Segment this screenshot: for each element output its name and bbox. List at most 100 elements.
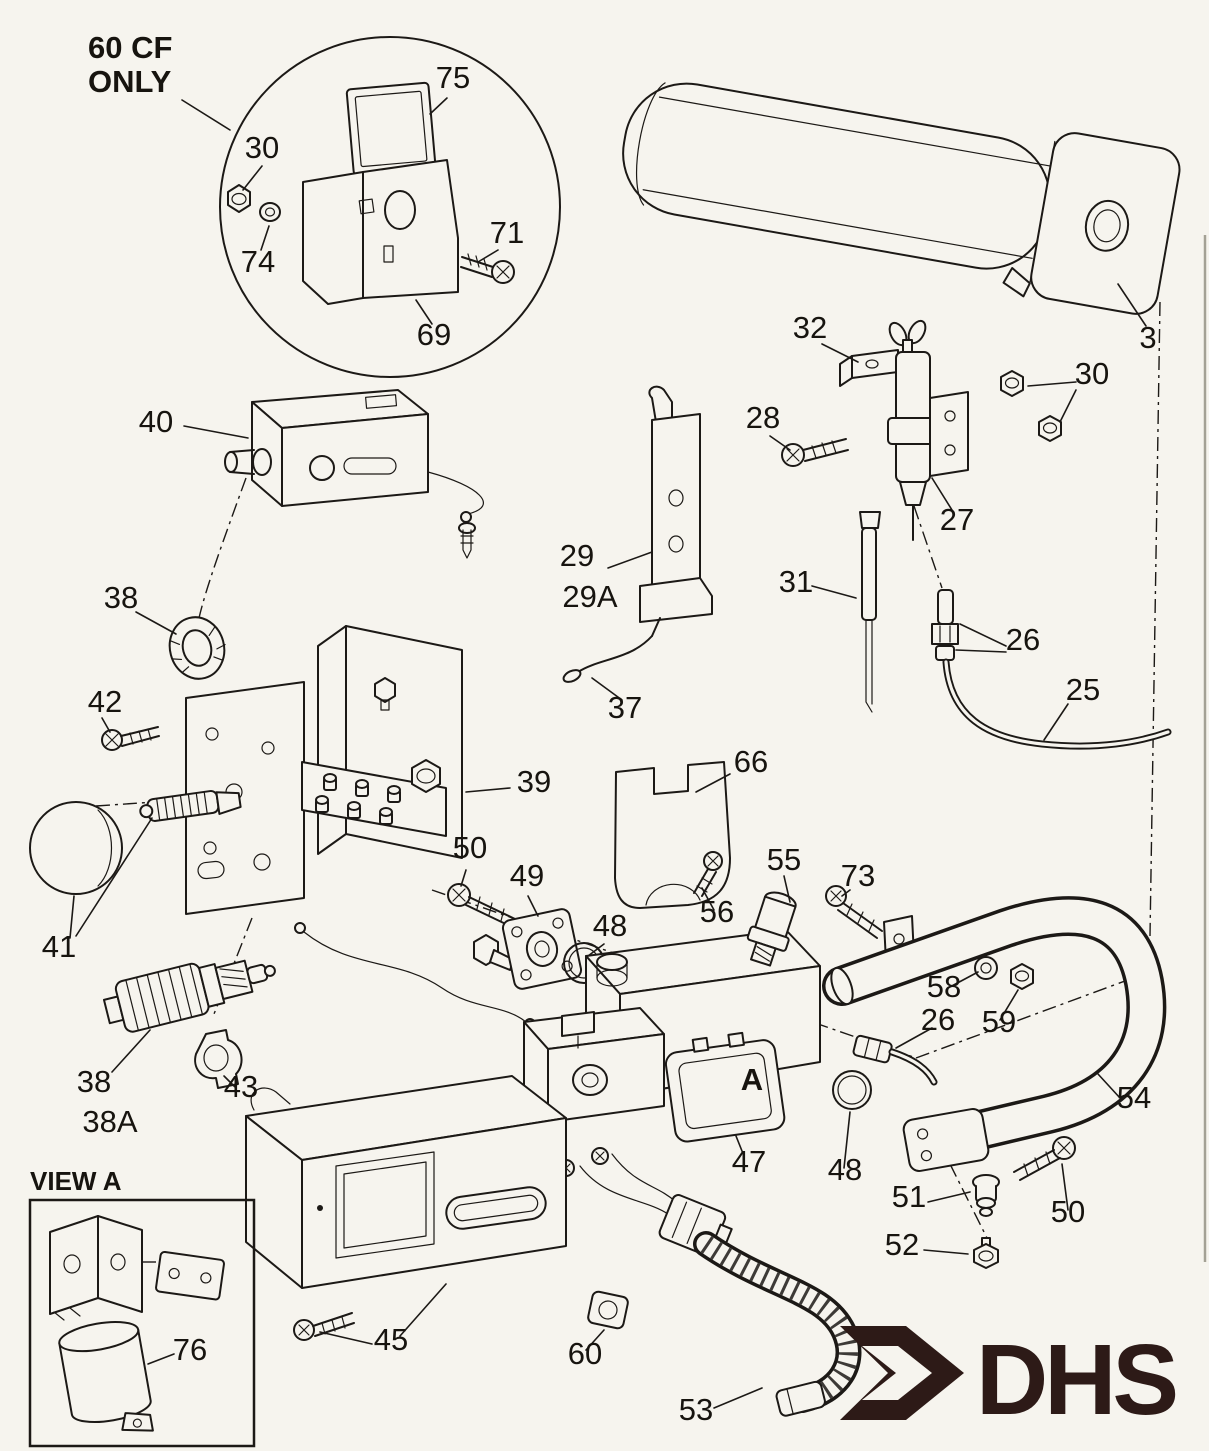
part-label-48: 48 xyxy=(593,908,627,943)
part-50-screw-left xyxy=(447,883,516,928)
part-43-clamp xyxy=(194,1029,243,1089)
part-label-58: 58 xyxy=(927,969,961,1004)
part-30-nuts xyxy=(1000,370,1062,442)
note-60cf-line2: ONLY xyxy=(88,64,172,99)
part-56-screw xyxy=(693,851,723,897)
dhs-logo-arrow-icon xyxy=(840,1326,964,1420)
loose-screw xyxy=(458,522,476,559)
part-label-60: 60 xyxy=(568,1336,602,1371)
part-74-washer xyxy=(259,202,281,222)
part-label-29: 29 xyxy=(560,538,594,573)
part-label-76: 76 xyxy=(173,1332,207,1367)
part-label-41: 41 xyxy=(42,929,76,964)
part-55-pilot-filter xyxy=(746,891,797,967)
part-49-valve-flange xyxy=(473,908,583,990)
part-label-30: 30 xyxy=(245,130,279,165)
part-label-32: 32 xyxy=(793,310,827,345)
part-label-a: A xyxy=(741,1062,763,1097)
part-label-66: 66 xyxy=(734,744,768,779)
part-38a-electrode xyxy=(102,959,276,1033)
part-label-40: 40 xyxy=(139,404,173,439)
part-30-nut-inset xyxy=(227,184,251,213)
part-label-50: 50 xyxy=(1051,1194,1085,1229)
part-label-54: 54 xyxy=(1117,1080,1151,1115)
part-labels: 75 30 74 71 69 3 40 32 28 30 27 29 29A 31 26 25 37 38 42 39… xyxy=(42,60,1157,1427)
part-58-washer xyxy=(974,956,998,980)
part-label-25: 25 xyxy=(1066,672,1100,707)
part-40-valve-box xyxy=(224,389,484,559)
part-label-38: 38 xyxy=(77,1064,111,1099)
part-50-screw-right xyxy=(1013,1136,1076,1181)
part-label-69: 69 xyxy=(417,317,451,352)
part-47-coil xyxy=(664,1031,786,1143)
part-label-51: 51 xyxy=(892,1179,926,1214)
part-label-37: 37 xyxy=(608,690,642,725)
part-27-pilot-assembly xyxy=(839,319,969,541)
part-label-49: 49 xyxy=(510,858,544,893)
part-60-cable-clip xyxy=(587,1290,629,1330)
part-label-42: 42 xyxy=(88,684,122,719)
part-69-bracket xyxy=(302,159,459,305)
part-42-screw xyxy=(101,726,160,751)
part-label-52: 52 xyxy=(885,1227,919,1262)
part-label-28: 28 xyxy=(746,400,780,435)
part-label-39: 39 xyxy=(517,764,551,799)
part-48b-oring xyxy=(832,1070,872,1110)
part-label-43: 43 xyxy=(224,1069,258,1104)
part-29-igniter-bracket xyxy=(639,385,713,637)
part-label-26: 26 xyxy=(1006,622,1040,657)
valve-wiring xyxy=(557,1147,677,1215)
part-28-screw xyxy=(781,438,849,467)
part-label-75: 75 xyxy=(436,60,470,95)
dhs-logo-text: DHS xyxy=(976,1324,1175,1436)
part-label-45: 45 xyxy=(374,1322,408,1357)
part-45-screw xyxy=(293,1312,355,1341)
part-41-knob-and-shaft xyxy=(29,789,242,895)
part-54-burner-tube xyxy=(822,896,1167,1172)
part-52-bolt xyxy=(973,1237,999,1269)
part-38-grommet xyxy=(168,616,226,680)
view-a-inset xyxy=(28,1198,256,1448)
part-37-wire xyxy=(562,635,653,683)
part-label-74: 74 xyxy=(241,244,275,279)
part-label-30: 30 xyxy=(1075,356,1109,391)
part-45-cover xyxy=(245,1075,567,1289)
part-label-73: 73 xyxy=(841,858,875,893)
part-59-nut xyxy=(1010,963,1034,990)
note-60cf-line1: 60 CF xyxy=(88,30,172,65)
part-label-59: 59 xyxy=(982,1004,1016,1039)
part-66-shield-bracket xyxy=(614,761,731,909)
part-label-53: 53 xyxy=(679,1392,713,1427)
part-26b-fitting xyxy=(852,1034,938,1086)
part-label-48: 48 xyxy=(828,1152,862,1187)
part-label-47: 47 xyxy=(732,1144,766,1179)
part-51-grommet xyxy=(972,1174,1000,1217)
part-label-29a: 29A xyxy=(562,579,617,614)
part-label-71: 71 xyxy=(490,215,524,250)
part-39-bracket-assembly xyxy=(185,625,536,1030)
part-label-27: 27 xyxy=(940,502,974,537)
part-label-50: 50 xyxy=(453,830,487,865)
dhs-logo: DHS xyxy=(840,1324,1179,1436)
leader-lines xyxy=(69,97,1147,1409)
part-label-38a: 38A xyxy=(82,1104,137,1139)
part-75-plate xyxy=(345,81,437,176)
part-regulator-box xyxy=(523,1007,665,1123)
part-label-56: 56 xyxy=(700,894,734,929)
part-label-38: 38 xyxy=(104,580,138,615)
part-53-hose xyxy=(658,1194,862,1417)
part-25-tube xyxy=(942,658,1172,750)
part-76-coil xyxy=(58,1320,154,1432)
part-26-thermocouple xyxy=(931,589,1172,750)
part-71-screw xyxy=(460,253,515,284)
inset-60cf-detail xyxy=(219,36,561,378)
part-label-31: 31 xyxy=(779,564,813,599)
part-31-electrode xyxy=(859,511,881,713)
part-label-26: 26 xyxy=(921,1002,955,1037)
part-label-3: 3 xyxy=(1139,320,1156,355)
view-a-label: VIEW A xyxy=(30,1166,122,1196)
part-label-55: 55 xyxy=(767,842,801,877)
terminal-posts xyxy=(315,773,401,825)
